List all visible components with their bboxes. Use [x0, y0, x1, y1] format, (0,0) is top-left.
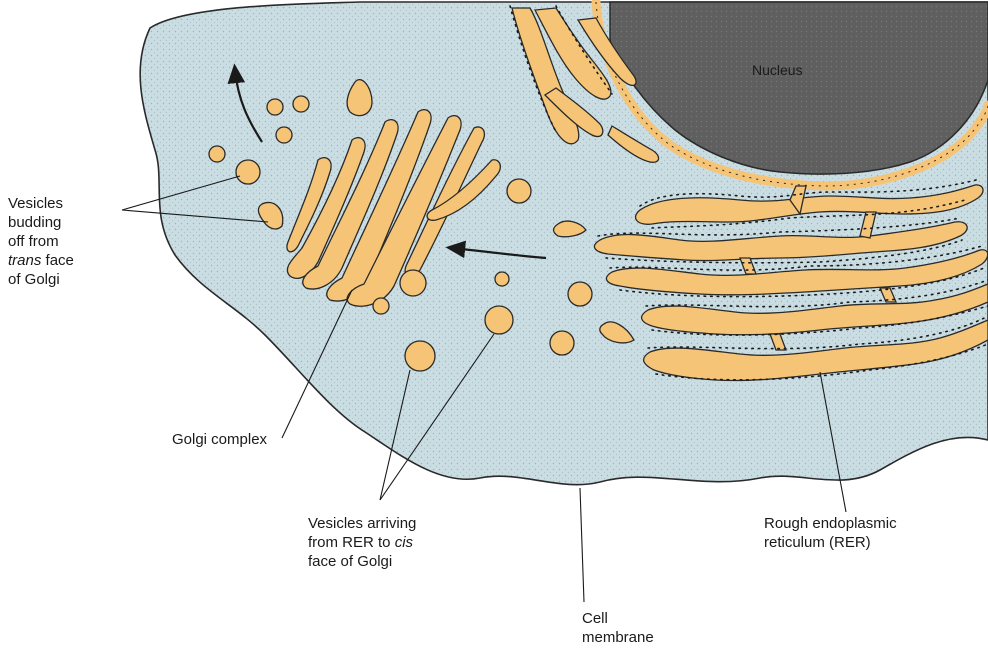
label-golgi-complex: Golgi complex [172, 430, 267, 449]
nucleus-label: Nucleus [752, 62, 803, 78]
label-line: Rough endoplasmic [764, 514, 897, 533]
label-line: budding [8, 213, 74, 232]
label-line: from RER to cis [308, 533, 416, 552]
label-line: reticulum (RER) [764, 533, 897, 552]
label-line: trans face [8, 251, 74, 270]
label-italic: cis [395, 534, 413, 551]
label-line: Vesicles [8, 194, 74, 213]
label-line: of Golgi [8, 270, 74, 289]
label-italic: trans [8, 252, 41, 269]
label-line: Vesicles arriving [308, 514, 416, 533]
label-cell-membrane: Cell membrane [582, 609, 654, 647]
label-text: face [41, 252, 74, 269]
label-line: face of Golgi [308, 552, 416, 571]
label-line: membrane [582, 628, 654, 647]
label-vesicles-arriving: Vesicles arriving from RER to cis face o… [308, 514, 416, 571]
label-vesicles-budding: Vesicles budding off from trans face of … [8, 194, 74, 289]
label-text: from RER to [308, 534, 395, 551]
label-line: Cell [582, 609, 654, 628]
label-rer: Rough endoplasmic reticulum (RER) [764, 514, 897, 552]
label-line: off from [8, 232, 74, 251]
